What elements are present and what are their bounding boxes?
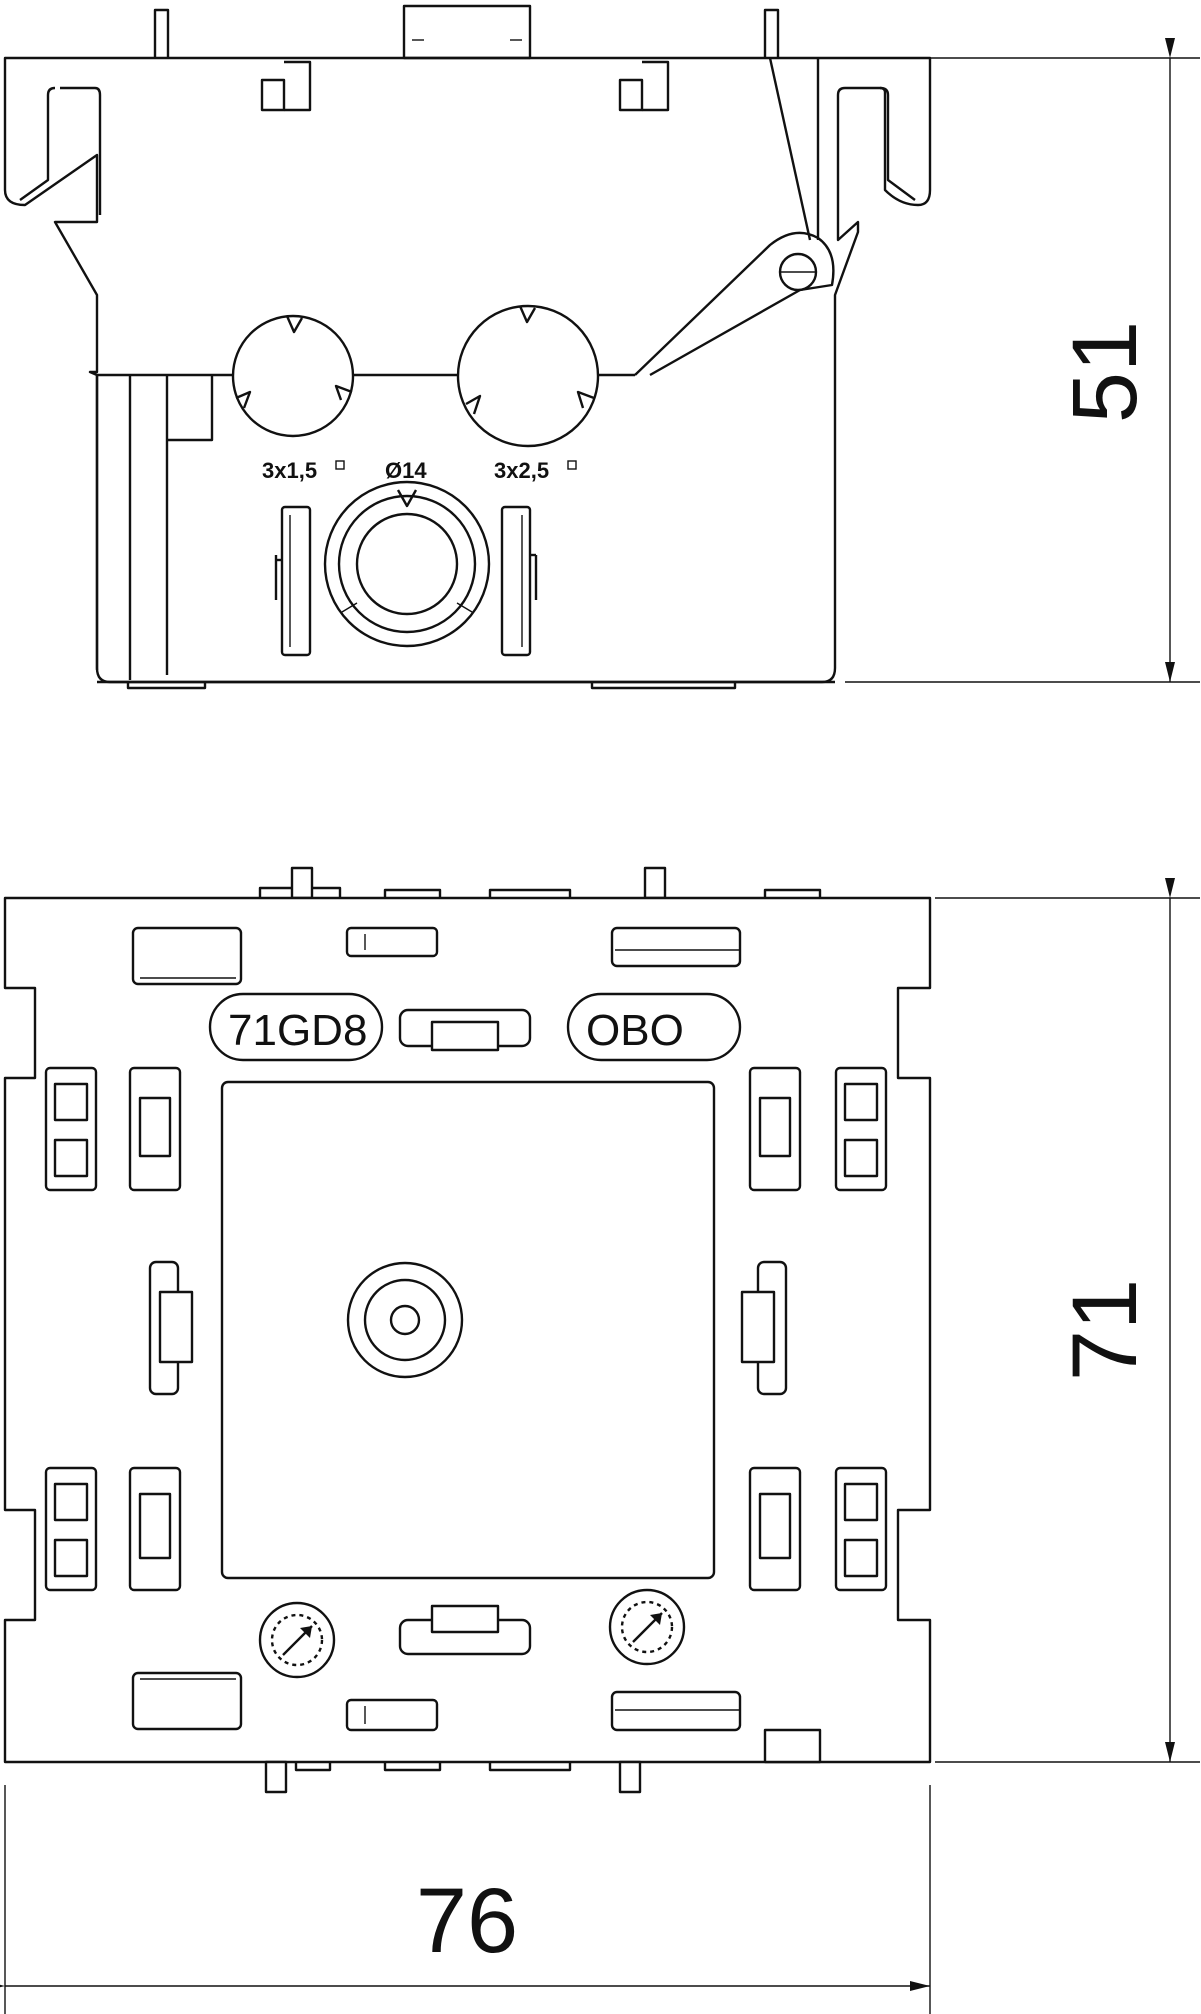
label-3x1-5: 3x1,5	[262, 458, 317, 483]
left-hook	[19, 86, 56, 201]
dimension-76: 76	[416, 1870, 518, 1972]
square-mark-left	[335, 460, 345, 470]
center-boss	[346, 1261, 464, 1379]
side-view: 3x1,5 Ø14 3x2,5	[3, 4, 932, 690]
clip-top-right	[748, 1066, 888, 1192]
label-3x2-5: 3x2,5	[494, 458, 549, 483]
top-clip	[402, 4, 532, 60]
dial-right	[608, 1588, 686, 1666]
slot-left	[280, 505, 312, 657]
brand-label-pill	[566, 992, 742, 1062]
clip-bottom-left	[44, 1466, 182, 1592]
knockout-left	[231, 314, 355, 438]
front-bottom-block-left	[131, 1671, 243, 1731]
front-bottom-block-right	[610, 1690, 742, 1732]
top-pin-right	[763, 8, 780, 58]
model-label: 71GD8	[228, 1006, 367, 1055]
dimension-width: 76	[0, 1785, 931, 2014]
knockout-right	[456, 304, 600, 448]
top-pin-left	[153, 8, 170, 58]
front-bottom-slot	[345, 1698, 439, 1732]
front-view: 71GD8 OBO	[3, 866, 932, 1794]
dial-left	[258, 1601, 336, 1679]
model-label-pill	[208, 992, 384, 1062]
central-insert	[220, 1080, 716, 1580]
front-top-pin-left	[290, 866, 314, 900]
square-mark-right	[567, 460, 577, 470]
label-diameter-14: Ø14	[385, 458, 427, 483]
front-top-block-left	[131, 926, 243, 986]
dimension-51: 51	[1054, 321, 1156, 423]
clip-bottom-right	[748, 1466, 888, 1592]
latch-left	[260, 78, 286, 112]
latch-right	[618, 78, 644, 112]
front-top-pin-right	[643, 866, 667, 900]
front-top-block-right	[610, 926, 742, 968]
dimension-71: 71	[1054, 1279, 1156, 1381]
clip-top-left	[44, 1066, 182, 1192]
dimension-height-side: 51	[845, 38, 1200, 683]
front-bottom-latch	[763, 1728, 822, 1764]
brand-label: OBO	[586, 1006, 684, 1055]
slot-right	[500, 505, 532, 657]
cable-gland	[323, 480, 491, 648]
front-bottom-pin-right	[618, 1760, 642, 1794]
front-top-slot	[345, 926, 439, 958]
side-body-outline	[3, 56, 932, 684]
front-bottom-pin-left	[264, 1760, 288, 1794]
dimension-height-front: 71	[935, 878, 1200, 1763]
